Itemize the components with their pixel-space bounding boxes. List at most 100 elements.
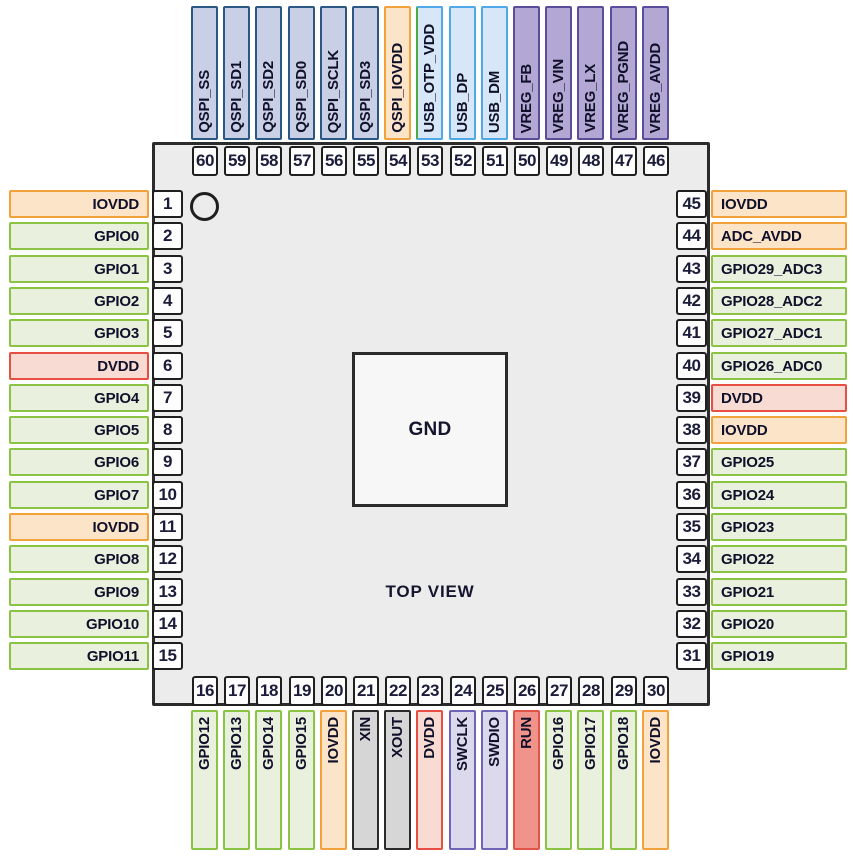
pin-label-text: QSPI_SS xyxy=(196,70,213,133)
pin-47-label: VREG_PGND xyxy=(610,6,637,140)
pin-37-label: GPIO25 xyxy=(711,448,847,476)
pin-label-text: GPIO10 xyxy=(86,615,139,633)
pin-label-text: GPIO26_ADC0 xyxy=(721,357,823,375)
pin-56-label: QSPI_SCLK xyxy=(320,6,347,140)
pin-13-label: GPIO9 xyxy=(9,578,149,606)
pin-51-number: 51 xyxy=(482,146,508,176)
pin-54-number: 54 xyxy=(385,146,411,176)
pin-label-text: SWDIO xyxy=(486,717,503,767)
pin-19-number: 19 xyxy=(289,676,315,706)
pin-4-label: GPIO2 xyxy=(9,287,149,315)
pin-label-text: GPIO28_ADC2 xyxy=(721,292,823,310)
pin-44-label: ADC_AVDD xyxy=(711,222,847,250)
pin-40-label: GPIO26_ADC0 xyxy=(711,352,847,380)
pin-label-text: GPIO27_ADC1 xyxy=(721,324,823,342)
pin-8-label: GPIO5 xyxy=(9,416,149,444)
pin-label-text: ADC_AVDD xyxy=(721,227,802,245)
pin-31-label: GPIO19 xyxy=(711,642,847,670)
pin-label-text: GPIO4 xyxy=(94,389,139,407)
pin-label-text: GPIO9 xyxy=(94,583,139,601)
pin-43-label: GPIO29_ADC3 xyxy=(711,255,847,283)
pin-label-text: DVDD xyxy=(421,717,438,759)
pin-label-text: GPIO22 xyxy=(721,550,774,568)
pin-55-number: 55 xyxy=(353,146,379,176)
pin-5-label: GPIO3 xyxy=(9,319,149,347)
pin-label-text: SWCLK xyxy=(454,717,471,771)
pin-33-label: GPIO21 xyxy=(711,578,847,606)
pin-11-label: IOVDD xyxy=(9,513,149,541)
pin-12-label: GPIO8 xyxy=(9,545,149,573)
pin-label-text: QSPI_SD0 xyxy=(293,61,310,133)
pin-label-text: GPIO0 xyxy=(94,227,139,245)
pin-42-number: 42 xyxy=(676,287,707,315)
pin-57-number: 57 xyxy=(289,146,315,176)
pin-53-number: 53 xyxy=(417,146,443,176)
pin-1-label: IOVDD xyxy=(9,190,149,218)
pin-5-number: 5 xyxy=(152,319,183,347)
pin-label-text: GPIO25 xyxy=(721,453,774,471)
pin-label-text: GPIO29_ADC3 xyxy=(721,260,823,278)
pin-42-label: GPIO28_ADC2 xyxy=(711,287,847,315)
ground-pad: GND xyxy=(352,352,508,507)
pin-27-number: 27 xyxy=(546,676,572,706)
pin-49-number: 49 xyxy=(546,146,572,176)
pin-label-text: USB_DM xyxy=(486,70,503,133)
pin-2-number: 2 xyxy=(152,222,183,250)
pin-7-label: GPIO4 xyxy=(9,384,149,412)
pin-41-label: GPIO27_ADC1 xyxy=(711,319,847,347)
pin-53-label: USB_OTP_VDD xyxy=(416,6,443,140)
pin-label-text: GPIO14 xyxy=(260,717,277,770)
pin-label-text: RUN xyxy=(518,717,535,749)
pin-41-number: 41 xyxy=(676,319,707,347)
pin-59-label: QSPI_SD1 xyxy=(223,6,250,140)
pin-19-label: GPIO15 xyxy=(288,710,315,850)
pin-31-number: 31 xyxy=(676,642,707,670)
pin-50-number: 50 xyxy=(514,146,540,176)
pin-28-label: GPIO17 xyxy=(577,710,604,850)
pin-10-number: 10 xyxy=(152,481,183,509)
pin-49-label: VREG_VIN xyxy=(545,6,572,140)
pin-57-label: QSPI_SD0 xyxy=(288,6,315,140)
pin-16-label: GPIO12 xyxy=(191,710,218,850)
pin-9-label: GPIO6 xyxy=(9,448,149,476)
pin-48-label: VREG_LX xyxy=(577,6,604,140)
pin-46-label: VREG_AVDD xyxy=(642,6,669,140)
top-view-label: TOP VIEW xyxy=(385,582,475,601)
pin-29-label: GPIO18 xyxy=(610,710,637,850)
pin-46-number: 46 xyxy=(643,146,669,176)
pin-26-number: 26 xyxy=(514,676,540,706)
pin-label-text: XOUT xyxy=(389,717,406,758)
pin-23-number: 23 xyxy=(417,676,443,706)
pin-18-number: 18 xyxy=(256,676,282,706)
pin-50-label: VREG_FB xyxy=(513,6,540,140)
pin-48-number: 48 xyxy=(578,146,604,176)
pin-58-label: QSPI_SD2 xyxy=(255,6,282,140)
pin-label-text: GPIO7 xyxy=(94,486,139,504)
pin-7-number: 7 xyxy=(152,384,183,412)
pin-17-label: GPIO13 xyxy=(223,710,250,850)
pin-label-text: IOVDD xyxy=(92,195,139,213)
pin-label-text: IOVDD xyxy=(721,195,768,213)
pin-25-label: SWDIO xyxy=(481,710,508,850)
pin-label-text: GPIO20 xyxy=(721,615,774,633)
pin-39-number: 39 xyxy=(676,384,707,412)
pin-22-label: XOUT xyxy=(384,710,411,850)
pin-label-text: USB_DP xyxy=(454,73,471,133)
pin-label-text: GPIO21 xyxy=(721,583,774,601)
pin-15-number: 15 xyxy=(152,642,183,670)
pin-47-number: 47 xyxy=(611,146,637,176)
pin-label-text: QSPI_SCLK xyxy=(325,49,342,133)
pin-16-number: 16 xyxy=(192,676,218,706)
pin-label-text: GPIO24 xyxy=(721,486,774,504)
pin-54-label: QSPI_IOVDD xyxy=(384,6,411,140)
pin-label-text: GPIO1 xyxy=(94,260,139,278)
pin-28-number: 28 xyxy=(578,676,604,706)
pin-label-text: GPIO13 xyxy=(228,717,245,770)
pin-45-number: 45 xyxy=(676,190,707,218)
pin-56-number: 56 xyxy=(321,146,347,176)
pin-22-number: 22 xyxy=(385,676,411,706)
pin-30-number: 30 xyxy=(643,676,669,706)
pin-11-number: 11 xyxy=(152,513,183,541)
pin-label-text: USB_OTP_VDD xyxy=(421,24,438,133)
